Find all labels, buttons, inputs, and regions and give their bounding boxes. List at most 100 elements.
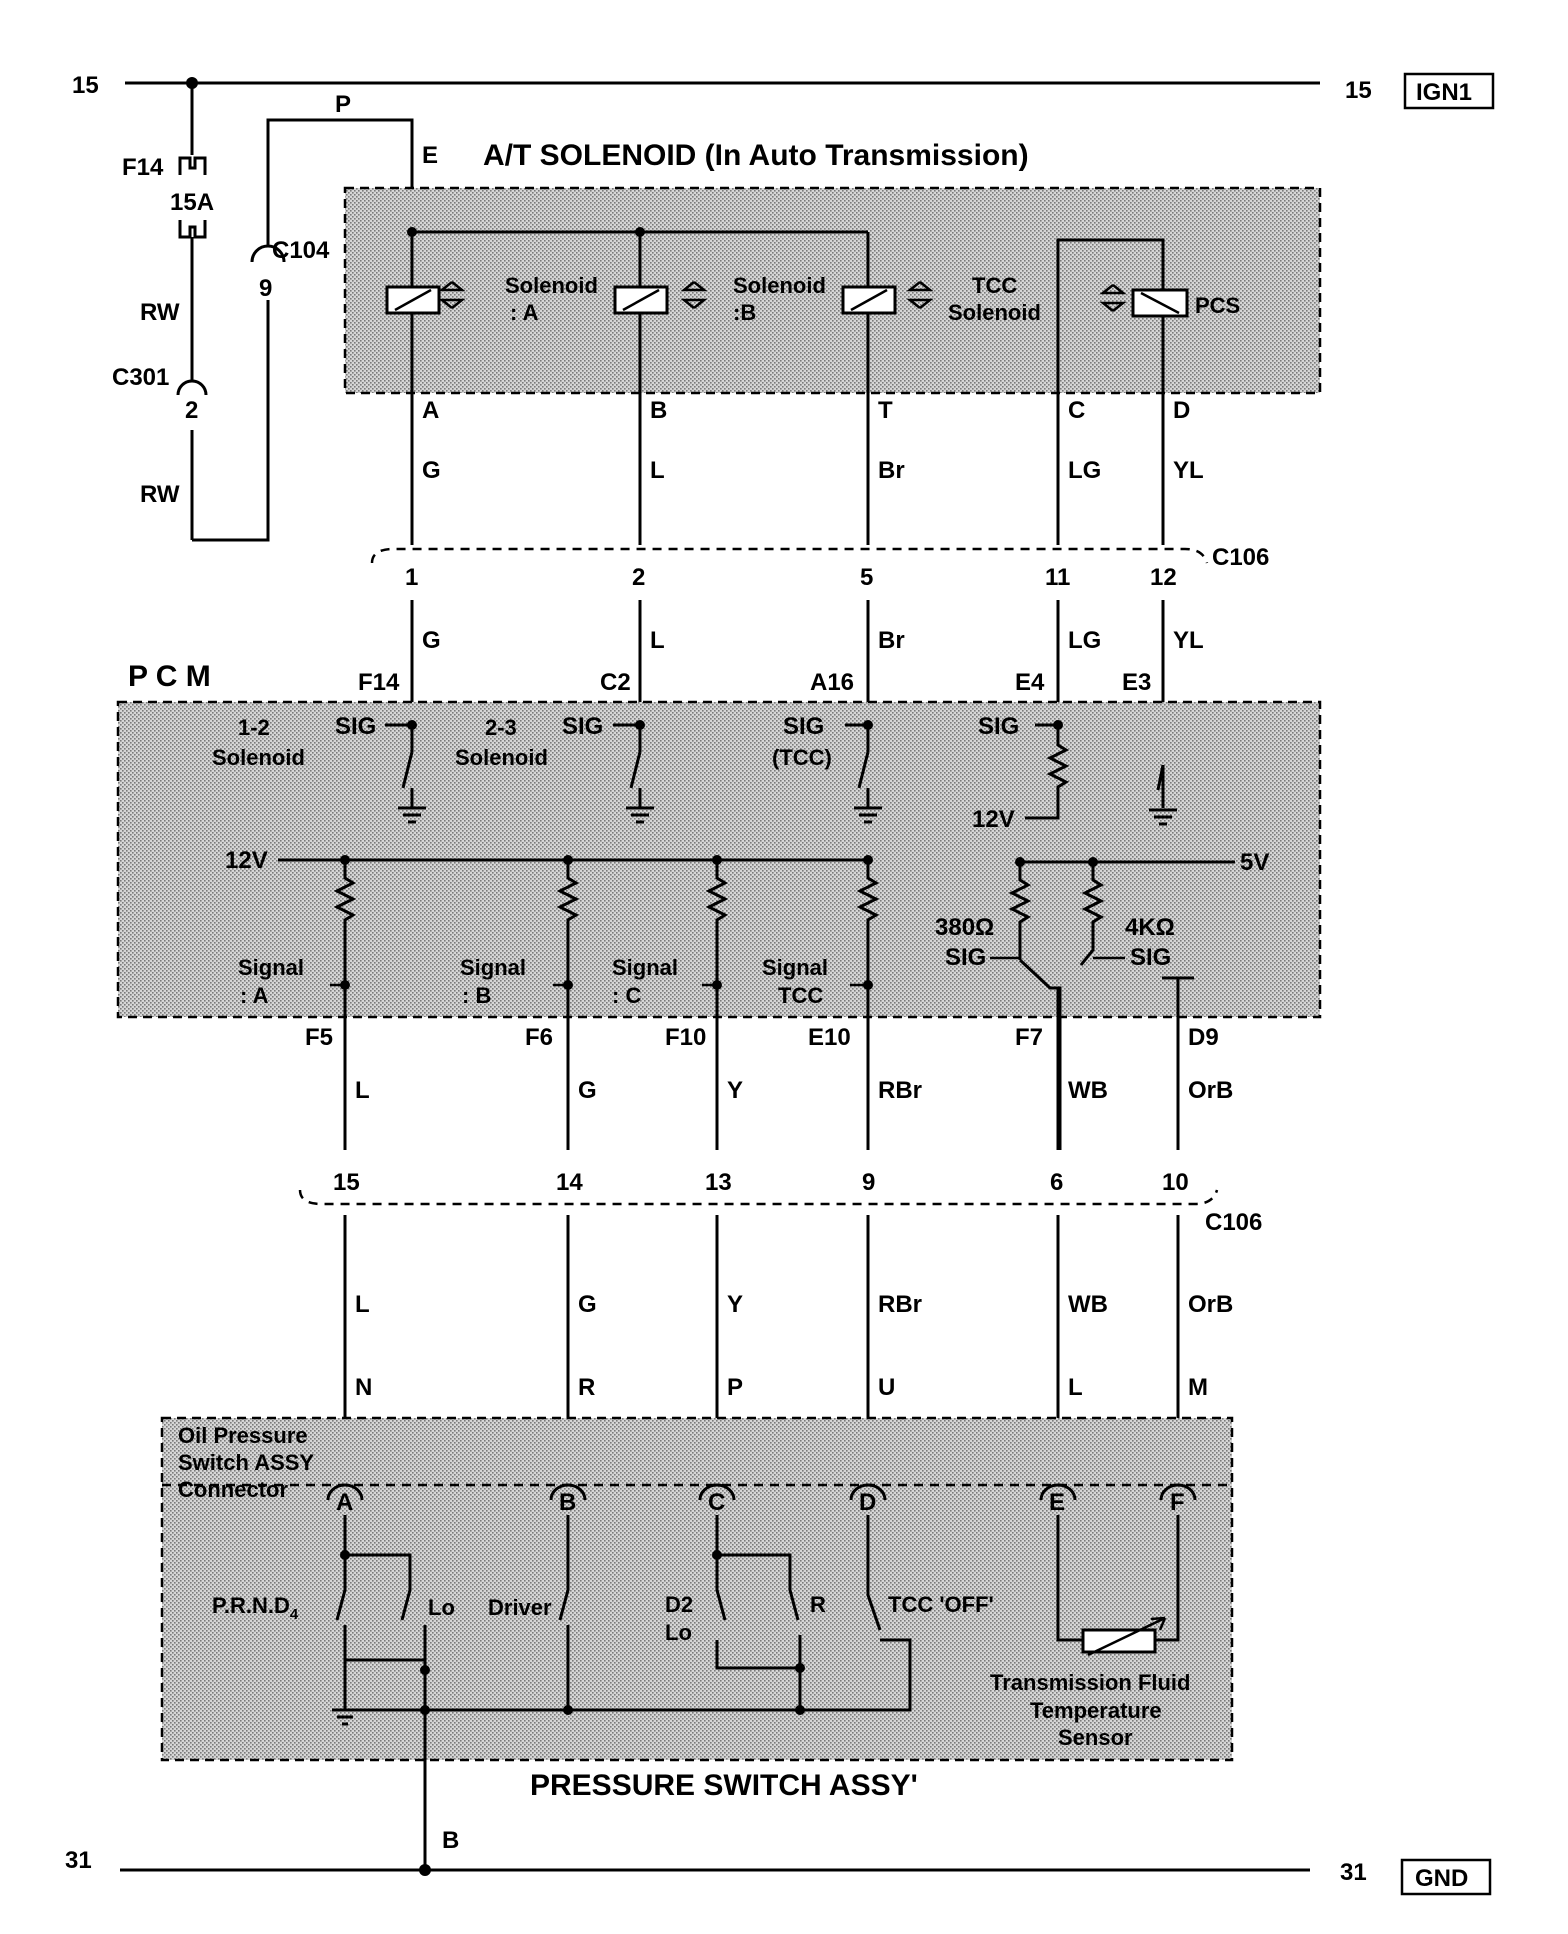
pin-e-hood-icon (1039, 1483, 1077, 1501)
v12-label-bus: 12V (225, 847, 268, 874)
tft-label-2: Temperature (1030, 1698, 1162, 1723)
resistor-380-icon (1008, 862, 1032, 960)
solenoid-a-label-1: Solenoid (505, 273, 598, 298)
pressure-switch-housing (160, 1416, 1234, 1762)
pcm-term-f10: F10 (665, 1024, 706, 1051)
tcc-off-label: TCC 'OFF' (888, 1592, 994, 1617)
assy-pin-l: L (1068, 1374, 1083, 1401)
ign1-label-box (1403, 72, 1495, 110)
conn-pin-a: A (336, 1489, 353, 1516)
wire-color-rw-top: RW (140, 299, 180, 326)
c106-top-wire-yl: YL (1173, 627, 1204, 654)
pcm-wire-orb: OrB (1188, 1077, 1233, 1104)
c106-bottom-wire-g: G (578, 1291, 597, 1318)
d2-lo-label: Lo (665, 1620, 692, 1645)
pcm-term-f5: F5 (305, 1024, 333, 1051)
sig-label-6: SIG (1130, 944, 1171, 971)
solenoid-a-coil-icon (385, 281, 466, 315)
gnd-rail: 31 31 GND (65, 1847, 1492, 1896)
connector-label-1: Oil Pressure (178, 1423, 308, 1448)
prnd-label: P.R.N.D4 (212, 1593, 299, 1623)
pressure-switch-ground-icon (332, 1708, 358, 1726)
assy-pin-m: M (1188, 1374, 1208, 1401)
sol12-label-1: 1-2 (238, 715, 270, 740)
c106-top-wire-g: G (422, 627, 441, 654)
assy-pin-n: N (355, 1374, 372, 1401)
conn-pin-e: E (1049, 1489, 1065, 1516)
signal-tcc-label-1: Signal (762, 955, 828, 980)
c301-label: C301 (112, 364, 169, 391)
tcc-paren-label: (TCC) (772, 745, 832, 770)
conn-pin-b: B (559, 1489, 576, 1516)
gnd-rail-right-number: 31 (1340, 1859, 1367, 1886)
c106-top-wire-lg: LG (1068, 627, 1101, 654)
r380-label: 380Ω (935, 914, 994, 941)
c106-top-pin-5: 5 (860, 564, 873, 591)
fuse-rating: 15A (170, 189, 214, 216)
signal-b-label-1: Signal (460, 955, 526, 980)
tft-sensor-wiring (1056, 1515, 1180, 1642)
pcs-label: PCS (1195, 293, 1240, 318)
solenoid-b-label-2: :B (733, 300, 756, 325)
solenoid-a-label-2: : A (510, 300, 539, 325)
c106-bottom-pin-10: 10 (1162, 1169, 1189, 1196)
fuse-icon (178, 156, 207, 175)
pcm-wire-g: G (578, 1077, 597, 1104)
conn-pin-c: C (708, 1489, 725, 1516)
pullup-resistor-c-icon (705, 860, 729, 1150)
c106-top-pin-12: 12 (1150, 564, 1177, 591)
tft-label-1: Transmission Fluid (990, 1670, 1190, 1695)
pcm-term-f7: F7 (1015, 1024, 1043, 1051)
signal-c-label-2: : C (612, 983, 641, 1008)
sol-pin-c: C (1068, 397, 1085, 424)
c301-pin: 2 (185, 397, 198, 424)
c106-top-label: C106 (1212, 544, 1269, 571)
wire-color-rw-bottom: RW (140, 481, 180, 508)
tft-label-3: Sensor (1058, 1725, 1133, 1750)
conn-pin-d: D (859, 1489, 876, 1516)
sol-pin-t: T (878, 397, 893, 424)
pcs-resistor-icon (1025, 725, 1070, 820)
fuse-name: F14 (122, 154, 164, 181)
sol-wire-l: L (650, 457, 665, 484)
driver-switch-icon (558, 1515, 570, 1710)
sol-wire-br: Br (878, 457, 905, 484)
ign-rail-left-number: 15 (72, 72, 99, 99)
ground-icon-2 (626, 806, 654, 824)
c106-top-wire-l: L (650, 627, 665, 654)
c104-label: C104 (272, 237, 330, 264)
c106-bottom-label: C106 (1205, 1209, 1262, 1236)
c106-bottom-pin-6: 6 (1050, 1169, 1063, 1196)
ground-icon-1 (398, 806, 426, 824)
pin-d-hood-icon (849, 1483, 887, 1501)
ground-icon-4 (1149, 808, 1177, 826)
r4k-label: 4KΩ (1125, 914, 1175, 941)
resistor-4k-icon (1079, 862, 1105, 966)
pcm-block: P C M F14 C2 A16 E4 E3 SIG 1-2 Solenoid … (116, 660, 1322, 1150)
assy-pin-r: R (578, 1374, 595, 1401)
at-solenoid-title: A/T SOLENOID (In Auto Transmission) (483, 139, 1029, 172)
c106-bottom-connector: 15 14 13 9 6 10 C106 L G Y RBr WB OrB N … (298, 1169, 1262, 1480)
sol-wire-yl: YL (1173, 457, 1204, 484)
sig-label-4: SIG (978, 713, 1019, 740)
pcm-wire-wb: WB (1068, 1077, 1108, 1104)
gnd-label-box (1400, 1858, 1492, 1896)
pcm-term-e4: E4 (1015, 669, 1045, 696)
lo-label: Lo (428, 1595, 455, 1620)
solenoid-b-label-1: Solenoid (733, 273, 826, 298)
sol23-label-2: Solenoid (455, 745, 548, 770)
d2-r-switch-icon (715, 1553, 802, 1710)
ground-icon-3 (854, 806, 882, 824)
sol12-label-2: Solenoid (212, 745, 305, 770)
tcc-solenoid-coil-icon (841, 281, 934, 315)
c106-bottom-wire-y: Y (727, 1291, 743, 1318)
c301-connector-icon (176, 379, 208, 396)
thermistor-icon (1081, 1616, 1167, 1657)
c106-bottom-wire-wb: WB (1068, 1291, 1108, 1318)
pin-a-hood-icon (326, 1483, 364, 1501)
pin-c-hood-icon (698, 1483, 736, 1501)
ign-rail-right-number: 15 (1345, 77, 1372, 104)
signal-b-label-2: : B (462, 983, 491, 1008)
ign1-rail: 15 15 IGN1 (72, 72, 1495, 110)
driver-label: Driver (488, 1595, 552, 1620)
